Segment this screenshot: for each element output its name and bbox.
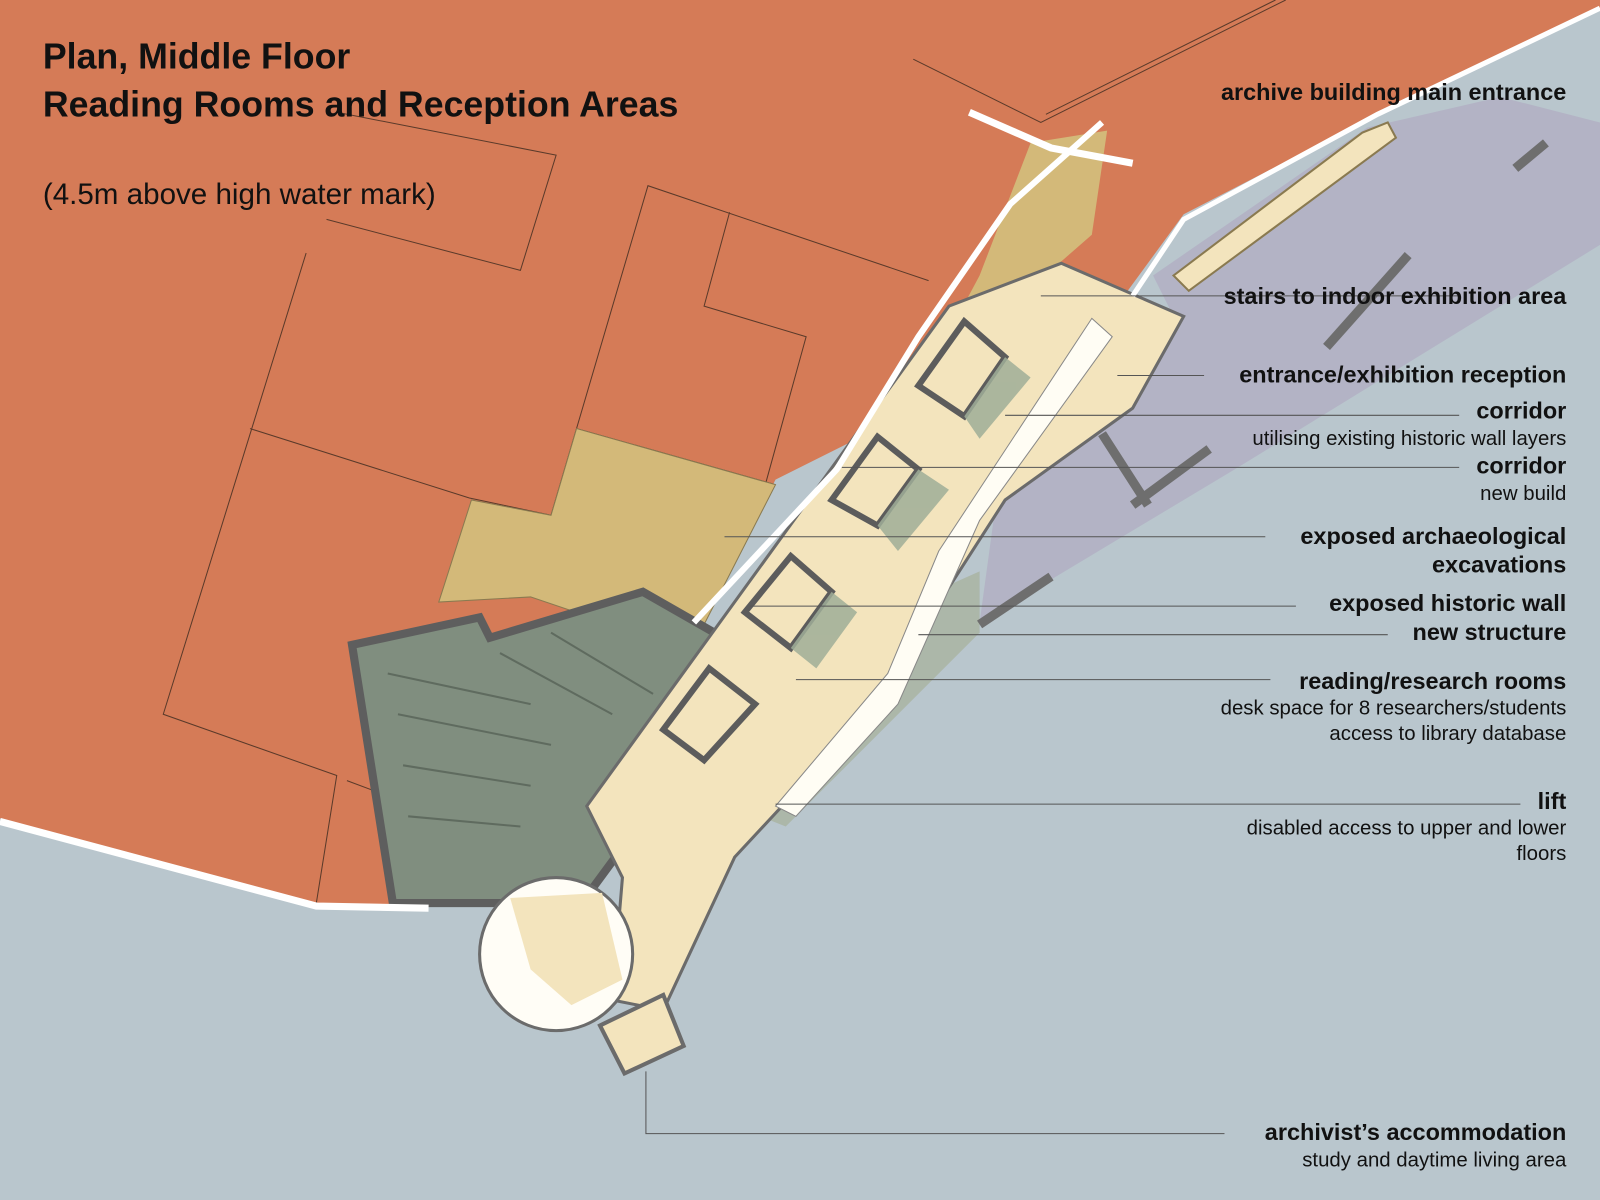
note-reading-2: access to library database: [1329, 723, 1566, 745]
note-lift-2: floors: [1516, 843, 1566, 865]
note-corridor-historic: utilising existing historic wall layers: [1252, 428, 1566, 450]
label-corridor-new: corridor: [1476, 452, 1566, 478]
harbour-edge: [1130, 5, 1600, 298]
title-line-1: Plan, Middle Floor: [43, 36, 351, 76]
label-historic-wall: exposed historic wall: [1329, 590, 1566, 616]
coast-wall: [0, 817, 429, 912]
note-corridor-new: new build: [1480, 483, 1566, 505]
hatching: [387, 631, 654, 828]
label-corridor-historic: corridor: [1476, 397, 1566, 423]
quay-wall: [967, 108, 1134, 167]
label-stairs: stairs to indoor exhibition area: [1224, 283, 1568, 309]
piers: [977, 139, 1549, 629]
main-corridor: [774, 317, 1113, 817]
stairs-to-exhibition: [1171, 121, 1398, 293]
archivist-accommodation: [597, 992, 687, 1077]
subtitle: (4.5m above high water mark): [43, 178, 436, 211]
shore-wall: [691, 120, 1105, 625]
label-main-entrance: archive building main entrance: [1221, 79, 1566, 105]
reading-rooms: [658, 316, 1010, 765]
note-lift-1: disabled access to upper and lower: [1247, 818, 1567, 840]
title-block: Plan, Middle Floor Reading Rooms and Rec…: [43, 36, 679, 211]
label-new-structure: new structure: [1413, 619, 1567, 645]
title-line-2: Reading Rooms and Reception Areas: [43, 84, 679, 124]
archaeological-excavation: [438, 427, 777, 625]
note-reading-1: desk space for 8 researchers/students: [1221, 697, 1567, 719]
label-accommodation: archivist’s accommodation: [1265, 1119, 1567, 1145]
reading-room: [658, 664, 760, 765]
annotations: archive building main entrance stairs to…: [1221, 79, 1568, 1171]
leader-lines: [645, 295, 1521, 1135]
label-reception: entrance/exhibition reception: [1239, 362, 1566, 388]
round-tower: [478, 876, 635, 1033]
label-lift: lift: [1538, 788, 1567, 814]
green-voids: [790, 357, 1031, 669]
archaeological-strip: [897, 130, 1108, 429]
label-excavations-2: excavations: [1432, 551, 1566, 577]
note-accommodation: study and daytime living area: [1302, 1149, 1567, 1171]
label-excavations-1: exposed archaeological: [1300, 523, 1566, 549]
label-reading-rooms: reading/research rooms: [1299, 668, 1566, 694]
tower-hall: [510, 892, 623, 1006]
